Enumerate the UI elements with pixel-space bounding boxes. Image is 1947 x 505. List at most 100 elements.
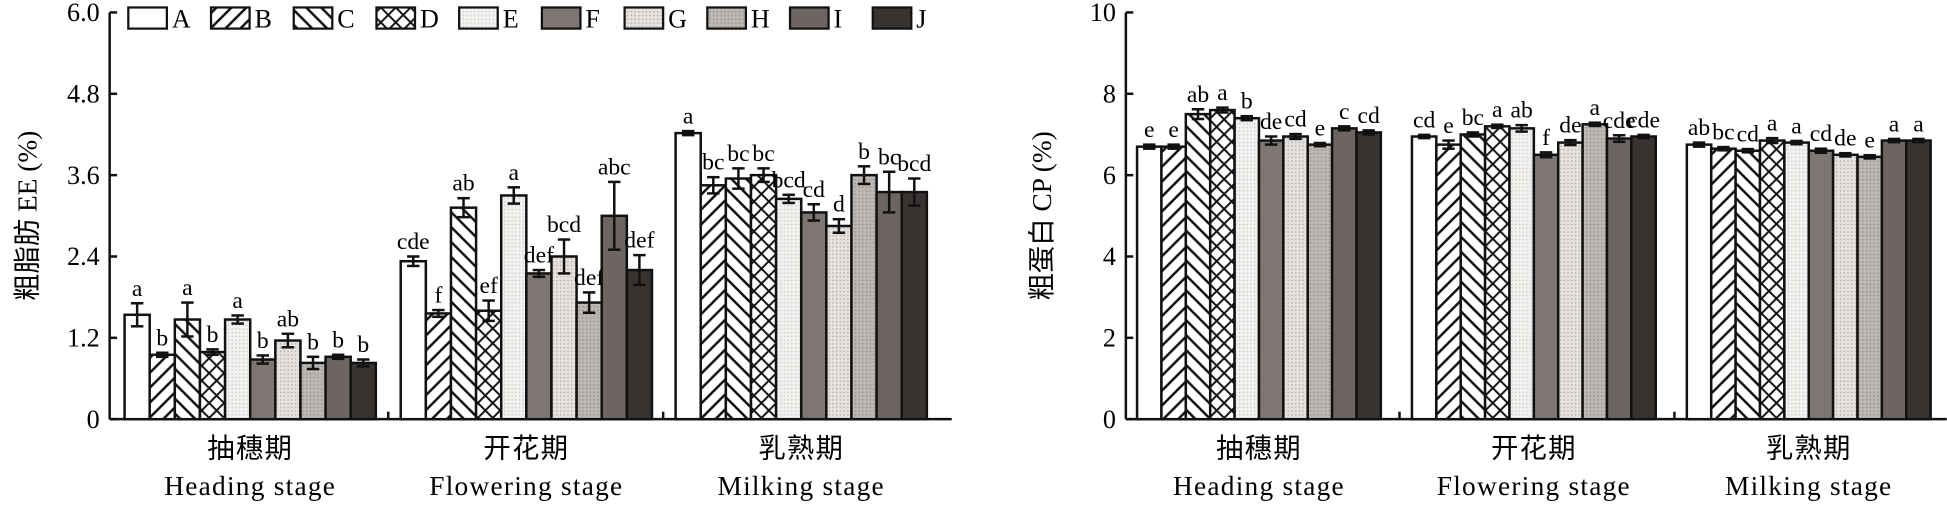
x-category-label-zh: 乳熟期 xyxy=(758,434,844,464)
bar-H xyxy=(850,173,878,421)
bar-A xyxy=(399,259,428,421)
significance-label: e xyxy=(1144,117,1155,143)
bar-J xyxy=(625,268,654,421)
bar-undefined xyxy=(1905,139,1932,421)
legend-label: I xyxy=(834,4,843,33)
significance-label: bcd xyxy=(547,212,581,238)
legend-label: C xyxy=(337,4,354,33)
bar-undefined xyxy=(1483,125,1511,421)
significance-label: bc xyxy=(727,141,749,167)
significance-label: e xyxy=(1168,117,1179,143)
legend-label: A xyxy=(172,4,191,33)
legend-label: D xyxy=(420,4,439,33)
y-tick-label: 10 xyxy=(1090,0,1116,27)
significance-label: cd xyxy=(1413,107,1435,133)
significance-label: a xyxy=(1913,111,1924,137)
significance-label: e xyxy=(1315,116,1326,142)
significance-label: def xyxy=(624,228,654,254)
y-tick-label: 4.8 xyxy=(67,79,100,108)
significance-label: def xyxy=(574,265,604,291)
bar-undefined xyxy=(1282,135,1309,421)
significance-label: ab xyxy=(452,171,474,197)
significance-label: a xyxy=(1590,95,1601,121)
significance-label: a xyxy=(1492,97,1503,123)
bar-E xyxy=(774,197,803,421)
significance-label: bcd xyxy=(772,167,806,193)
bar-D xyxy=(474,309,503,421)
significance-label: cd xyxy=(1284,107,1306,133)
significance-label: abc xyxy=(598,154,631,180)
legend-swatch-H xyxy=(706,6,747,30)
x-category-label-zh: 开花期 xyxy=(483,434,569,464)
significance-label: a xyxy=(509,160,520,186)
bar-undefined xyxy=(1807,149,1835,421)
significance-label: f xyxy=(1542,125,1550,151)
significance-label: a xyxy=(1791,114,1802,140)
x-category-label-zh: 抽穗期 xyxy=(1216,434,1302,464)
x-category-label-en: Heading stage xyxy=(1173,471,1345,501)
bar-undefined xyxy=(1459,133,1487,421)
legend-swatch-G xyxy=(623,6,665,30)
legend-label: H xyxy=(751,4,770,33)
significance-label: bc xyxy=(878,144,900,170)
y-tick-label: 0 xyxy=(87,405,100,434)
significance-label: a xyxy=(1217,80,1228,106)
bar-undefined xyxy=(1856,155,1884,421)
bar-C xyxy=(449,206,478,421)
bar-undefined xyxy=(1734,149,1762,421)
bar-undefined xyxy=(1135,145,1163,421)
bar-F xyxy=(248,358,277,421)
significance-label: cd xyxy=(1737,122,1759,148)
significance-label: ab xyxy=(1187,82,1209,108)
legend-swatch-I xyxy=(788,6,830,30)
significance-label: b xyxy=(257,328,269,354)
significance-label: a xyxy=(182,275,193,301)
significance-label: ab xyxy=(277,306,299,332)
bar-undefined xyxy=(1208,108,1236,421)
bar-E xyxy=(499,194,528,421)
significance-label: a xyxy=(1889,111,1900,137)
bar-undefined xyxy=(1184,112,1212,421)
legend-label: E xyxy=(503,4,519,33)
bar-undefined xyxy=(1508,127,1536,421)
significance-label: bc xyxy=(1712,120,1734,146)
significance-label: b xyxy=(332,327,344,353)
x-category-label-zh: 抽穗期 xyxy=(207,434,293,464)
bar-undefined xyxy=(1330,127,1358,421)
bar-undefined xyxy=(1581,123,1609,421)
significance-label: ab xyxy=(1511,98,1533,124)
legend-swatch-B xyxy=(209,6,251,30)
bar-B xyxy=(148,353,177,421)
bar-undefined xyxy=(1410,135,1438,421)
significance-label: cde xyxy=(397,229,430,255)
bar-I xyxy=(324,355,352,421)
bar-undefined xyxy=(1233,116,1261,421)
bar-undefined xyxy=(1532,153,1560,421)
bar-H xyxy=(575,301,603,421)
legend-swatch-F xyxy=(540,6,582,30)
y-tick-label: 2.4 xyxy=(67,242,100,271)
bar-undefined xyxy=(1605,137,1633,421)
legend-swatch-A xyxy=(127,6,168,30)
significance-label: ef xyxy=(479,273,497,299)
significance-label: a xyxy=(232,288,243,314)
bar-C xyxy=(173,318,202,421)
bar-D xyxy=(198,350,227,421)
significance-label: cd xyxy=(1358,103,1380,129)
bar-undefined xyxy=(1355,131,1383,421)
bar-undefined xyxy=(1160,145,1188,421)
bar-B xyxy=(699,184,728,421)
y-tick-label: 1.2 xyxy=(67,324,100,353)
significance-label: def xyxy=(524,243,554,269)
significance-label: de xyxy=(1834,126,1856,152)
y-tick-label: 3.6 xyxy=(67,161,100,190)
y-tick-label: 6 xyxy=(1103,161,1116,190)
x-category-label-en: Milking stage xyxy=(1725,471,1892,501)
bar-undefined xyxy=(1435,143,1462,421)
significance-label: cd xyxy=(1810,121,1832,147)
bar-undefined xyxy=(1831,153,1859,421)
significance-label: bc xyxy=(1462,105,1484,131)
bar-undefined xyxy=(1783,141,1810,421)
y-axis-label: 粗脂肪 EE (%) xyxy=(12,131,42,301)
